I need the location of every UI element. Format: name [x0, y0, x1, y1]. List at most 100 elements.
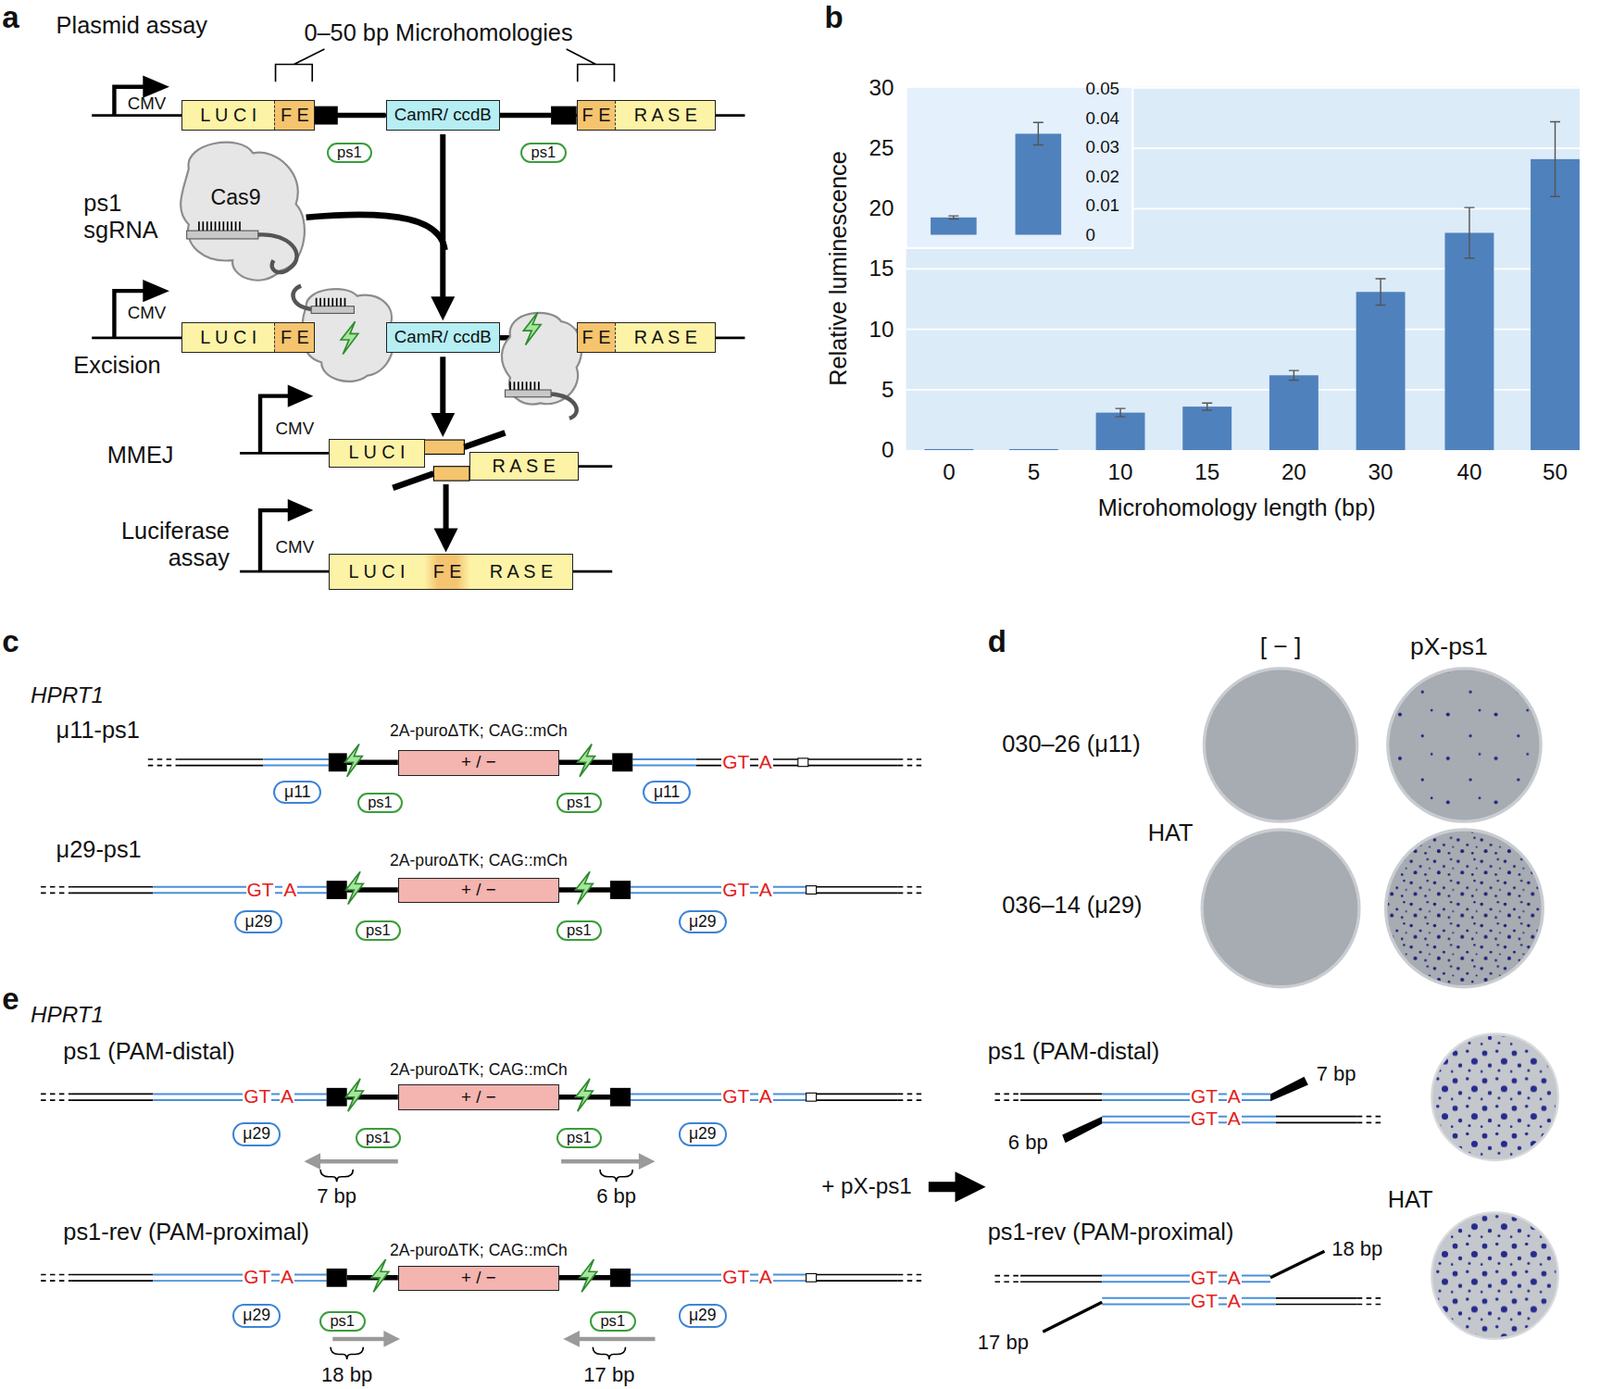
- gene-segment-box: L U C I: [328, 438, 425, 468]
- repair-product: [1101, 1280, 1271, 1283]
- node-text: μ11: [653, 784, 680, 801]
- repair-product: [1020, 1280, 1102, 1283]
- sequence-label: GT: [721, 880, 750, 900]
- resection-arrow: [383, 1330, 400, 1348]
- sgrna-site-pill: ps1: [326, 142, 374, 163]
- node-text: ps1: [365, 923, 391, 939]
- dna-locus: [262, 764, 329, 767]
- plasmid-dna: [423, 439, 464, 454]
- sequence-label: A: [1226, 1109, 1242, 1129]
- repair-product: [1357, 1115, 1384, 1118]
- node-text: F E: [577, 100, 616, 130]
- resection-arrow: [577, 1337, 656, 1341]
- repair-product: [1062, 1116, 1102, 1144]
- text-label: Relative luminescence: [825, 150, 852, 387]
- node-text: μ29: [688, 913, 717, 931]
- sequence-label: GT: [721, 1087, 750, 1107]
- sequence-label: A: [1226, 1087, 1242, 1107]
- error-bar: [1550, 121, 1561, 197]
- cas9-illustration: [340, 321, 359, 354]
- culture-dish: [1201, 829, 1360, 988]
- cas9-illustration: [199, 221, 240, 231]
- culture-dish: [1431, 1212, 1559, 1339]
- dna-locus: [632, 758, 696, 761]
- length-brace: [330, 1347, 363, 1360]
- sequence-label: GT: [1189, 1087, 1219, 1107]
- error-bar: [1288, 370, 1300, 380]
- dna-locus: [898, 758, 925, 761]
- sequence-label: GT: [246, 880, 275, 900]
- plasmid-dna: [392, 473, 434, 488]
- cut-site-bolt: [346, 871, 364, 904]
- chart-bar: [1096, 412, 1146, 450]
- text-label: 15: [868, 255, 894, 282]
- text-label: 2A-puroΔTK; CAG::mCh: [389, 721, 568, 740]
- cassette-box: + / −: [398, 1084, 560, 1111]
- gene-name: HPRT1: [30, 682, 104, 709]
- sgrna-site-pill: ps1: [520, 142, 567, 163]
- culture-dish: [1433, 1213, 1556, 1337]
- node-text: L U C I: [329, 439, 425, 467]
- node-text: R A S E: [614, 323, 715, 352]
- node-text: ps1: [329, 1313, 355, 1330]
- text-label: 20: [1281, 459, 1307, 486]
- sgrna-site-pill: ps1: [556, 792, 603, 813]
- cas9-illustration: [306, 214, 446, 250]
- text-label: Excision: [73, 351, 161, 379]
- text-label: Cas9: [211, 185, 262, 211]
- sequence-label: A: [279, 1087, 295, 1107]
- plasmid-dna: [550, 106, 577, 125]
- cas9-illustration: [501, 312, 582, 405]
- text-label: ps1-rev (PAM-proximal): [987, 1218, 1235, 1246]
- length-brace: [320, 1169, 633, 1360]
- text-label: CMV: [127, 93, 167, 114]
- gene-segment-box: F ER A S E: [576, 322, 717, 353]
- cmv-promoter-arrow: [287, 385, 314, 408]
- text-label: 10: [868, 316, 894, 343]
- chart-bar: [1015, 133, 1063, 235]
- plasmid-dna: [312, 106, 338, 125]
- chart-bar: [1009, 449, 1059, 450]
- sgrna-site-pill: ps1: [355, 1127, 402, 1149]
- node-text: CamR/ ccdB: [394, 328, 492, 347]
- resection-arrow: [303, 1152, 655, 1347]
- sequence-label: A: [279, 1267, 295, 1288]
- node-text: ps1: [337, 145, 363, 162]
- sequence-label: A: [1226, 1291, 1242, 1312]
- repair-product: [1101, 1297, 1275, 1300]
- homology-pill: μ29: [232, 1303, 281, 1327]
- flow-arrow: [439, 356, 446, 432]
- text-label: 18 bp: [1331, 1237, 1383, 1261]
- error-bar: [948, 215, 959, 219]
- repair-product: [1020, 1275, 1102, 1277]
- node-text: F E: [424, 554, 471, 589]
- repair-product: [994, 1280, 1021, 1283]
- sequence-label: A: [1226, 1268, 1242, 1288]
- repair-product: [994, 1093, 1021, 1096]
- text-label: 10: [1108, 459, 1134, 486]
- text-label: 40: [1456, 459, 1482, 486]
- text-label: + pX-ps1: [821, 1173, 913, 1200]
- node-text: L U C I: [182, 323, 275, 352]
- text-label: 0: [1086, 225, 1096, 246]
- cas9-illustration: [180, 142, 582, 419]
- repair-product: [1101, 1092, 1271, 1095]
- sgrna-site-pill: ps1: [589, 1311, 637, 1332]
- repair-product: [1101, 1093, 1275, 1304]
- error-bar: [1033, 122, 1044, 145]
- plasmid-dna: [433, 466, 470, 481]
- dna-locus: [632, 764, 696, 767]
- dna-locus: [40, 880, 924, 1288]
- node-text: ps1: [367, 795, 393, 812]
- repair-product: [1270, 1076, 1309, 1101]
- culture-dish: [1433, 1036, 1556, 1159]
- repair-product: [1357, 1297, 1384, 1300]
- plasmid-dna: [576, 464, 613, 468]
- culture-dish: [1386, 829, 1544, 988]
- node-text: L U C I: [329, 554, 425, 589]
- dna-locus: [40, 1268, 924, 1288]
- homology-pill: μ11: [642, 780, 691, 804]
- dna-locus: [148, 764, 179, 767]
- cas9-illustration: [187, 230, 259, 239]
- text-label: Luciferase assay: [97, 517, 230, 572]
